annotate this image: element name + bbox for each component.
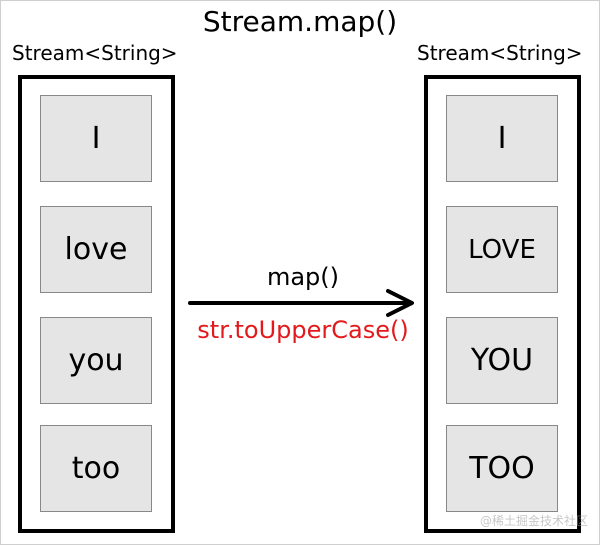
- input-item: too: [40, 425, 152, 512]
- right-arrow-icon: [188, 289, 414, 317]
- input-stream-label: Stream<String>: [12, 41, 178, 65]
- map-operation-label: map(): [266, 263, 340, 291]
- output-stream-box: I LOVE YOU TOO: [424, 75, 581, 533]
- output-item: I: [446, 95, 558, 182]
- input-stream-box: I love you too: [18, 75, 175, 533]
- input-item: you: [40, 317, 152, 404]
- diagram-title: Stream.map(): [202, 5, 398, 38]
- output-item: TOO: [446, 425, 558, 512]
- output-stream-label: Stream<String>: [417, 41, 583, 65]
- mapping-function-label: str.toUpperCase(): [197, 316, 409, 344]
- input-item: I: [40, 95, 152, 182]
- watermark: @稀土掘金技术社区: [479, 514, 588, 528]
- output-item: YOU: [446, 317, 558, 404]
- input-item: love: [40, 206, 152, 293]
- output-item: LOVE: [446, 206, 558, 293]
